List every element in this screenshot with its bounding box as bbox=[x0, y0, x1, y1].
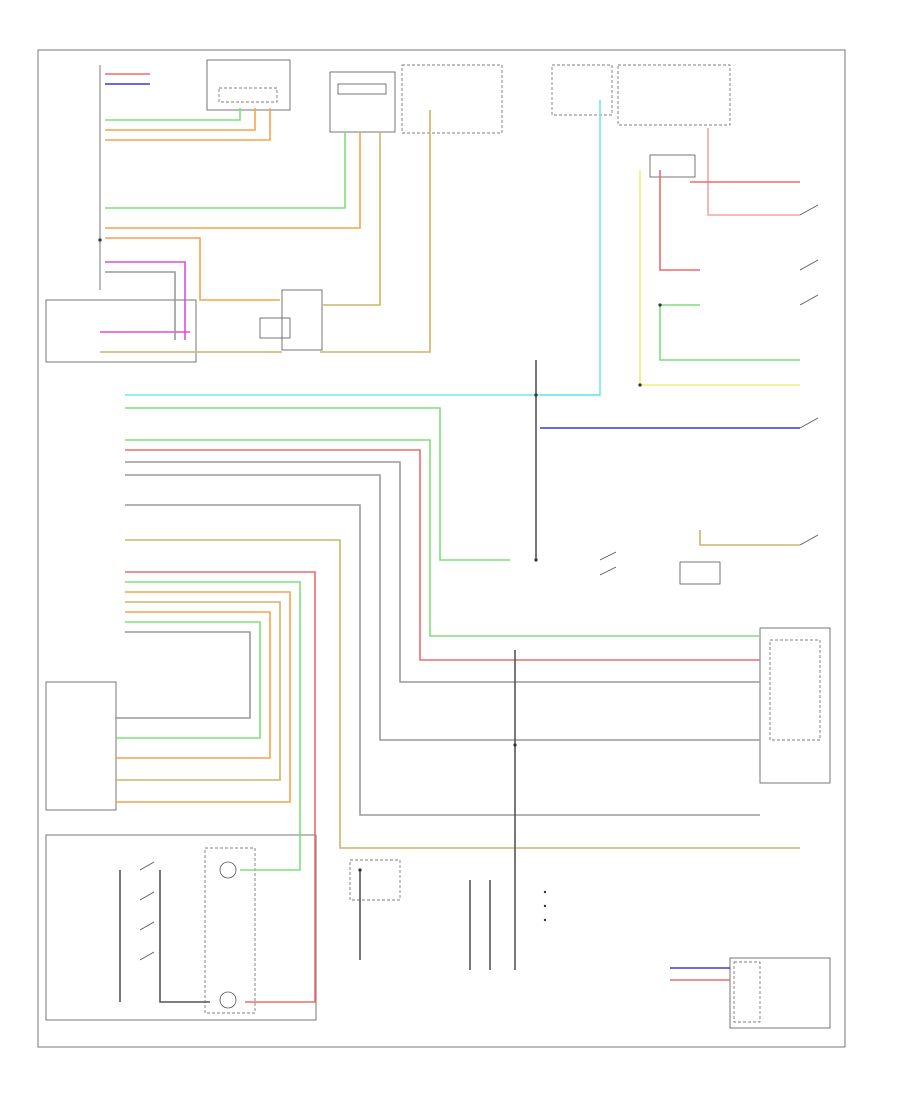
ecm-inner bbox=[337, 83, 387, 95]
data-link-inner bbox=[733, 961, 761, 1023]
spiral-cable-top bbox=[219, 861, 237, 879]
wire-green-long-1 bbox=[125, 407, 510, 561]
wire-gray-3 bbox=[125, 474, 760, 741]
wire-red-right bbox=[659, 170, 700, 271]
relay-top-right bbox=[649, 154, 696, 178]
wire-tan-2 bbox=[322, 132, 381, 306]
wire-orange-ecm-2 bbox=[105, 237, 280, 301]
ecm-box bbox=[329, 71, 396, 133]
wire-green-long-2 bbox=[125, 439, 760, 637]
junction-dot bbox=[98, 238, 102, 242]
wire-orange-ecm bbox=[105, 132, 361, 229]
cruise-switch-symbols bbox=[139, 861, 155, 961]
spiral-cable-box bbox=[204, 847, 256, 1014]
brake-power-sensor-box bbox=[206, 59, 291, 111]
wire-gray-1 bbox=[105, 271, 176, 340]
wire-green-sensor bbox=[105, 108, 241, 121]
parking-brake-switch-box bbox=[679, 561, 721, 585]
junction-dot bbox=[513, 743, 517, 747]
wire-tan-main bbox=[320, 110, 431, 353]
center-switch-symbol bbox=[599, 551, 617, 576]
stop-lamp-switch-symbol bbox=[799, 204, 819, 546]
wire-orange-steer-2 bbox=[115, 611, 271, 759]
wire-harness bbox=[100, 73, 800, 1003]
junction-dots bbox=[98, 238, 662, 872]
fuse-block-right bbox=[617, 64, 731, 126]
wire-pink-right bbox=[707, 128, 800, 216]
brake-sensor-connector bbox=[218, 87, 278, 103]
wire-green-spiral bbox=[125, 581, 301, 871]
left-module-box bbox=[45, 299, 197, 363]
diagram-border bbox=[37, 49, 846, 1048]
wire-orange-sensor-2 bbox=[105, 108, 271, 141]
wire-gray-2 bbox=[125, 461, 760, 683]
wire-red-spiral bbox=[125, 571, 316, 1003]
wire-green-steer bbox=[115, 621, 261, 739]
wire-tan-steer bbox=[115, 601, 281, 781]
wire-cruise-internal bbox=[159, 870, 210, 1003]
switch-symbols bbox=[139, 204, 819, 961]
fuse-block-mid bbox=[551, 64, 613, 116]
wire-green-ecm bbox=[105, 132, 346, 209]
fuse-block-left bbox=[401, 64, 503, 134]
legend-bullet bbox=[543, 904, 547, 908]
yaw-rate-sensor-box bbox=[759, 627, 831, 784]
mid-relay-small bbox=[259, 317, 291, 339]
legend-bullet bbox=[543, 918, 547, 922]
wire-tan-cruise bbox=[125, 539, 800, 849]
junction-dot bbox=[534, 558, 538, 562]
cruise-switch-box bbox=[45, 834, 317, 1021]
steering-angle-sensor-box bbox=[45, 681, 117, 811]
junction-dot bbox=[358, 868, 362, 872]
wire-gray-4 bbox=[125, 504, 760, 816]
wire-orange-sensor-1 bbox=[105, 108, 256, 131]
wire-green-right bbox=[659, 304, 800, 361]
legend-block bbox=[543, 890, 547, 922]
wire-red-long bbox=[125, 449, 760, 661]
wire-gray-steer bbox=[115, 631, 251, 719]
junction-dot bbox=[658, 303, 662, 307]
wire-yellow-right bbox=[639, 170, 800, 386]
joint-connector-box bbox=[349, 859, 401, 901]
wire-tan-right bbox=[699, 530, 800, 546]
yaw-rate-inner bbox=[769, 639, 821, 741]
junction-dot bbox=[534, 393, 538, 397]
spiral-cable-bottom bbox=[219, 991, 237, 1009]
legend-bullet bbox=[543, 890, 547, 894]
wire-orange-steer-1 bbox=[115, 591, 291, 803]
mid-relay-box bbox=[281, 289, 323, 351]
junction-dot bbox=[638, 383, 642, 387]
wire-magenta-1 bbox=[105, 261, 186, 340]
data-link-connector-box bbox=[729, 957, 831, 1029]
